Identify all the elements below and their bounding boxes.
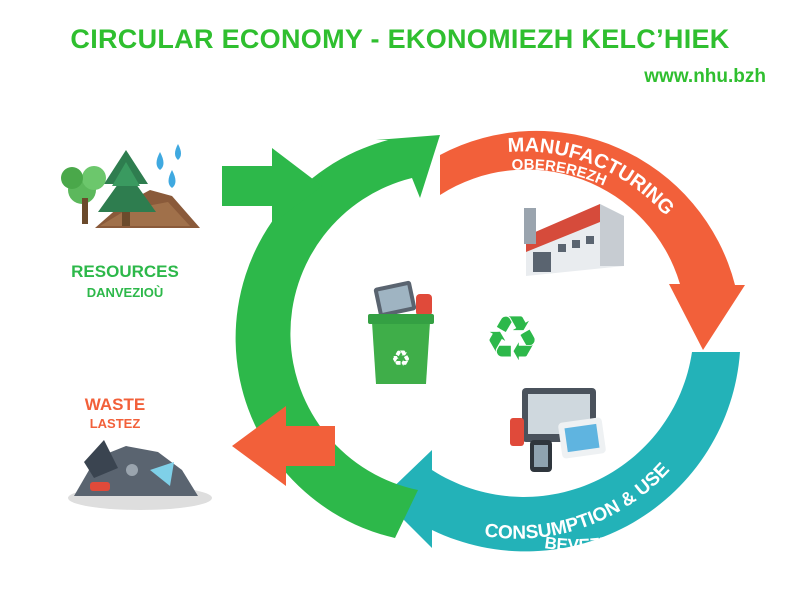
waste-output-arrow [232,406,335,486]
svg-text:♻: ♻ [391,346,411,371]
resources-input-arrow [222,148,322,224]
devices-icon [510,388,606,472]
waste-sublabel: LASTEZ [89,416,141,431]
waste-pile-icon [68,440,212,510]
factory-icon [524,204,624,276]
page-title: CIRCULAR ECONOMY - EKONOMIEZH KELC’HIEK [70,24,730,54]
svg-text:♻: ♻ [484,302,540,375]
waste-label: WASTE [84,395,146,414]
recycle-symbol-icon: ♻ [484,302,540,375]
resources-sublabel: DANVEZIOÙ [86,285,164,300]
recycling-bin-icon: ♻ [368,280,434,384]
forest-water-icon [61,144,200,228]
consumption-arrow [382,352,740,552]
manufacturing-arrow [440,130,745,350]
website-url: www.nhu.bzh [644,66,766,87]
resources-label: RESOURCES [71,262,179,281]
